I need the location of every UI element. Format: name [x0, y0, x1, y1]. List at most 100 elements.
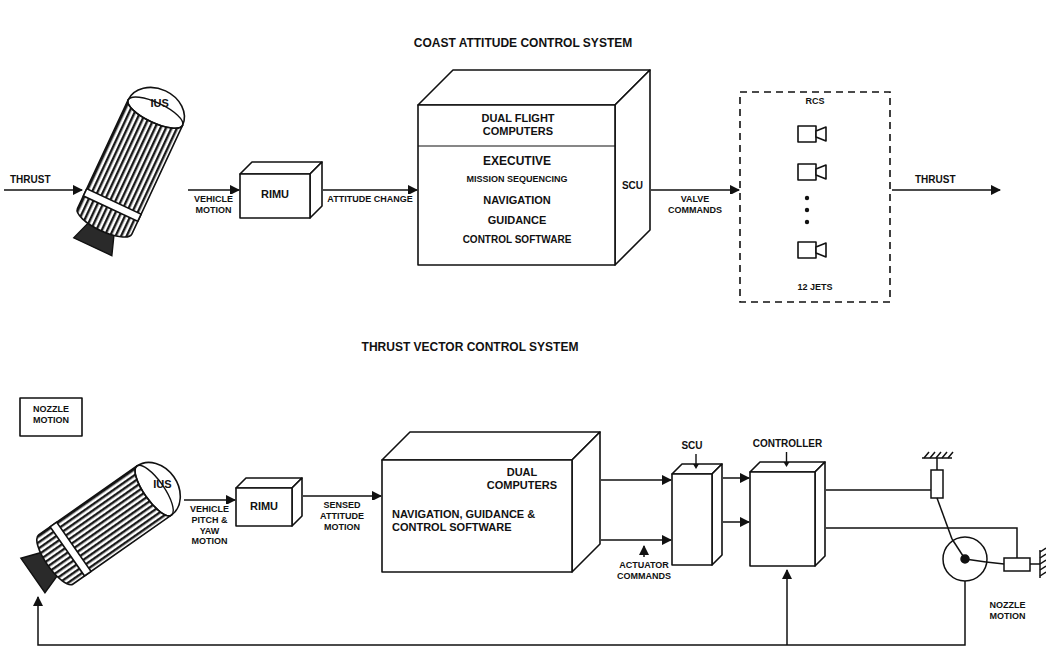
box-top-face	[418, 70, 650, 105]
control-wire	[826, 489, 931, 491]
node-title: RIMU	[240, 188, 310, 201]
ius-band	[50, 522, 91, 576]
scu-box-outline	[672, 440, 722, 565]
box-front-face	[672, 474, 712, 565]
node-title: DUAL FLIGHT COMPUTERS	[468, 112, 568, 138]
rcs-group-outline	[740, 92, 890, 302]
ius-dome	[124, 78, 193, 134]
node-title: RCS	[740, 96, 890, 107]
actuator-mechanism	[922, 452, 1046, 581]
box-outline	[20, 398, 82, 436]
node-text: NAVIGATION, GUIDANCE & CONTROL SOFTWARE	[392, 508, 562, 534]
signal-arrow	[723, 477, 749, 479]
signal-label: ACTUATOR COMMANDS	[612, 560, 676, 582]
signal-arrow	[723, 521, 749, 523]
node-title: IUS	[153, 478, 171, 491]
box-top-face	[750, 462, 825, 472]
box-front-face	[418, 105, 615, 265]
rimu-box: RIMU	[236, 478, 302, 526]
jet-symbol	[798, 242, 816, 258]
control-wire	[826, 528, 1017, 558]
box-front-face	[750, 472, 815, 566]
ius-vehicle: IUS	[75, 72, 187, 262]
box-front-face	[382, 460, 572, 572]
section-title: COAST ATTITUDE CONTROL SYSTEM	[0, 36, 1046, 50]
box-side-face	[572, 432, 600, 572]
feedback-line	[38, 570, 965, 645]
control-wire	[826, 490, 1017, 558]
jet-symbol	[816, 127, 826, 141]
ius-vehicle-outline	[75, 72, 187, 262]
ius-vehicle: IUS	[18, 440, 183, 600]
edge-label: ATTITUDE CHANGE	[325, 194, 415, 205]
ellipsis-dot	[805, 196, 809, 200]
computer-box: DUAL FLIGHT COMPUTERSEXECUTIVEMISSION SE…	[418, 70, 650, 265]
box-side-face	[292, 478, 302, 526]
actuator-mechanism	[931, 470, 943, 498]
box-front-face	[240, 174, 310, 218]
box-top-face	[382, 432, 600, 460]
signal-arrow	[323, 189, 417, 191]
leader-line	[643, 546, 645, 557]
edge-label: SENSED ATTITUDE MOTION	[305, 500, 379, 532]
ius-vehicle-outline	[18, 440, 183, 600]
jet-symbol	[798, 126, 816, 142]
controller-box-outline	[750, 438, 825, 566]
node-title: CONTROLLER	[750, 438, 825, 450]
node-title: NOZZLE MOTION	[22, 404, 80, 426]
rcs-group: RCS 12 JETS	[740, 92, 890, 302]
box-top-face	[236, 478, 302, 488]
ius-rim	[129, 460, 180, 521]
actuator-mechanism	[1004, 558, 1030, 571]
feedback-line	[38, 581, 965, 645]
signal-label: NOZZLE MOTION	[975, 600, 1040, 622]
box-side-face	[615, 70, 650, 265]
node-text: NAVIGATION	[426, 194, 608, 207]
edge-label: VEHICLE MOTION	[190, 194, 237, 216]
ius-band	[83, 189, 141, 222]
signal-arrow	[601, 479, 671, 481]
node-text: 12 JETS	[740, 282, 890, 293]
actuator-mechanism	[1040, 548, 1046, 576]
box-divider	[418, 145, 615, 146]
edge-label: VALVE COMMANDS	[653, 194, 737, 216]
actuator-mechanism	[924, 452, 953, 458]
signal-arrow	[601, 539, 671, 541]
actuator-mechanism	[936, 458, 938, 470]
node-title: RIMU	[236, 500, 292, 513]
signal-arrow	[651, 189, 739, 191]
controller-box: CONTROLLER	[750, 438, 825, 566]
signal-arrow	[184, 499, 235, 501]
node-text: EXECUTIVE	[426, 154, 608, 168]
actuator-mechanism	[952, 539, 965, 559]
leader-line	[643, 546, 645, 557]
signal-arrow	[303, 495, 381, 497]
dashed-group	[740, 92, 890, 302]
box-front-face	[236, 488, 292, 526]
edge-label: VEHICLE PITCH & YAW MOTION	[186, 504, 233, 547]
node-title: DUAL COMPUTERS	[477, 466, 567, 492]
actuator-mechanism	[943, 537, 987, 581]
box-side-face	[815, 462, 825, 566]
thrust-arrow	[4, 189, 82, 191]
node-title: SCU	[672, 440, 712, 452]
ius-illustration	[16, 452, 191, 600]
rimu-box: RIMU	[240, 162, 322, 218]
thrust-label: THRUST	[10, 174, 70, 186]
ellipsis-dot	[805, 208, 809, 212]
box-side-face	[310, 162, 322, 218]
node-text: CONTROL SOFTWARE	[426, 234, 608, 246]
feedback-line	[786, 570, 788, 645]
node-text: GUIDANCE	[426, 214, 608, 227]
signal-arrow	[188, 189, 239, 191]
nozzle-motion-box: NOZZLE MOTION	[20, 398, 82, 436]
jet-symbol	[798, 164, 816, 180]
box-side-face	[712, 464, 722, 565]
pointer-arrow	[693, 464, 699, 469]
pointer-arrow	[784, 462, 790, 467]
section-title: THRUST VECTOR CONTROL SYSTEM	[0, 340, 940, 354]
actuator-mechanism	[937, 498, 952, 539]
ius-rim	[124, 91, 187, 134]
